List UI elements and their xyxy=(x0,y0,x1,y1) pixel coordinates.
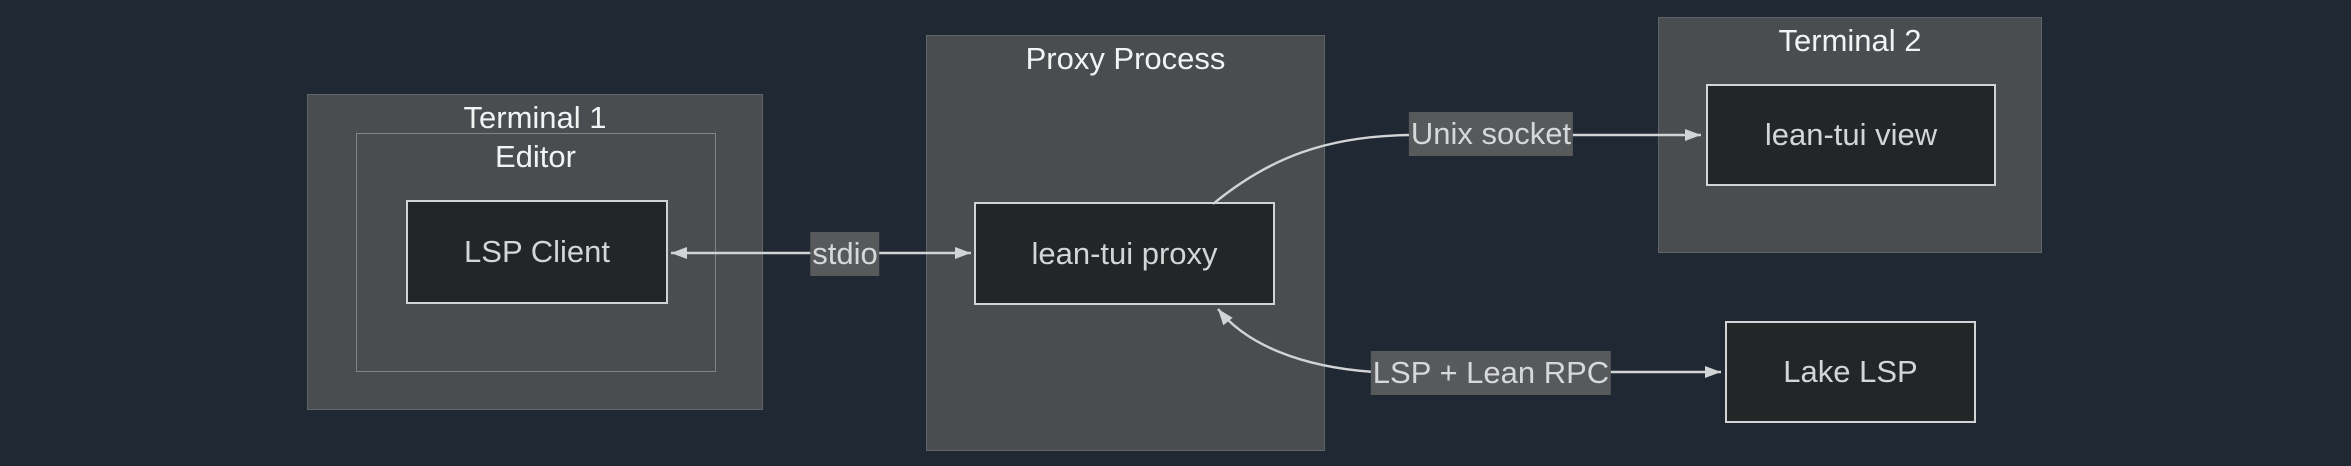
edge-label-unix-socket: Unix socket xyxy=(1408,112,1574,156)
node-lake-lsp: Lake LSP xyxy=(1725,321,1976,423)
node-lean-tui-view: lean-tui view xyxy=(1706,84,1996,186)
terminal-1-title: Terminal 1 xyxy=(463,100,607,135)
edge-label-lsp-lean-rpc: LSP + Lean RPC xyxy=(1370,351,1612,395)
terminal-2-title: Terminal 2 xyxy=(1778,23,1922,58)
proxy-process-title: Proxy Process xyxy=(1025,41,1226,76)
node-lsp-client: LSP Client xyxy=(406,200,668,304)
editor-title: Editor xyxy=(495,138,576,174)
node-lean-tui-proxy: lean-tui proxy xyxy=(974,202,1275,305)
edge-label-stdio: stdio xyxy=(810,232,880,276)
